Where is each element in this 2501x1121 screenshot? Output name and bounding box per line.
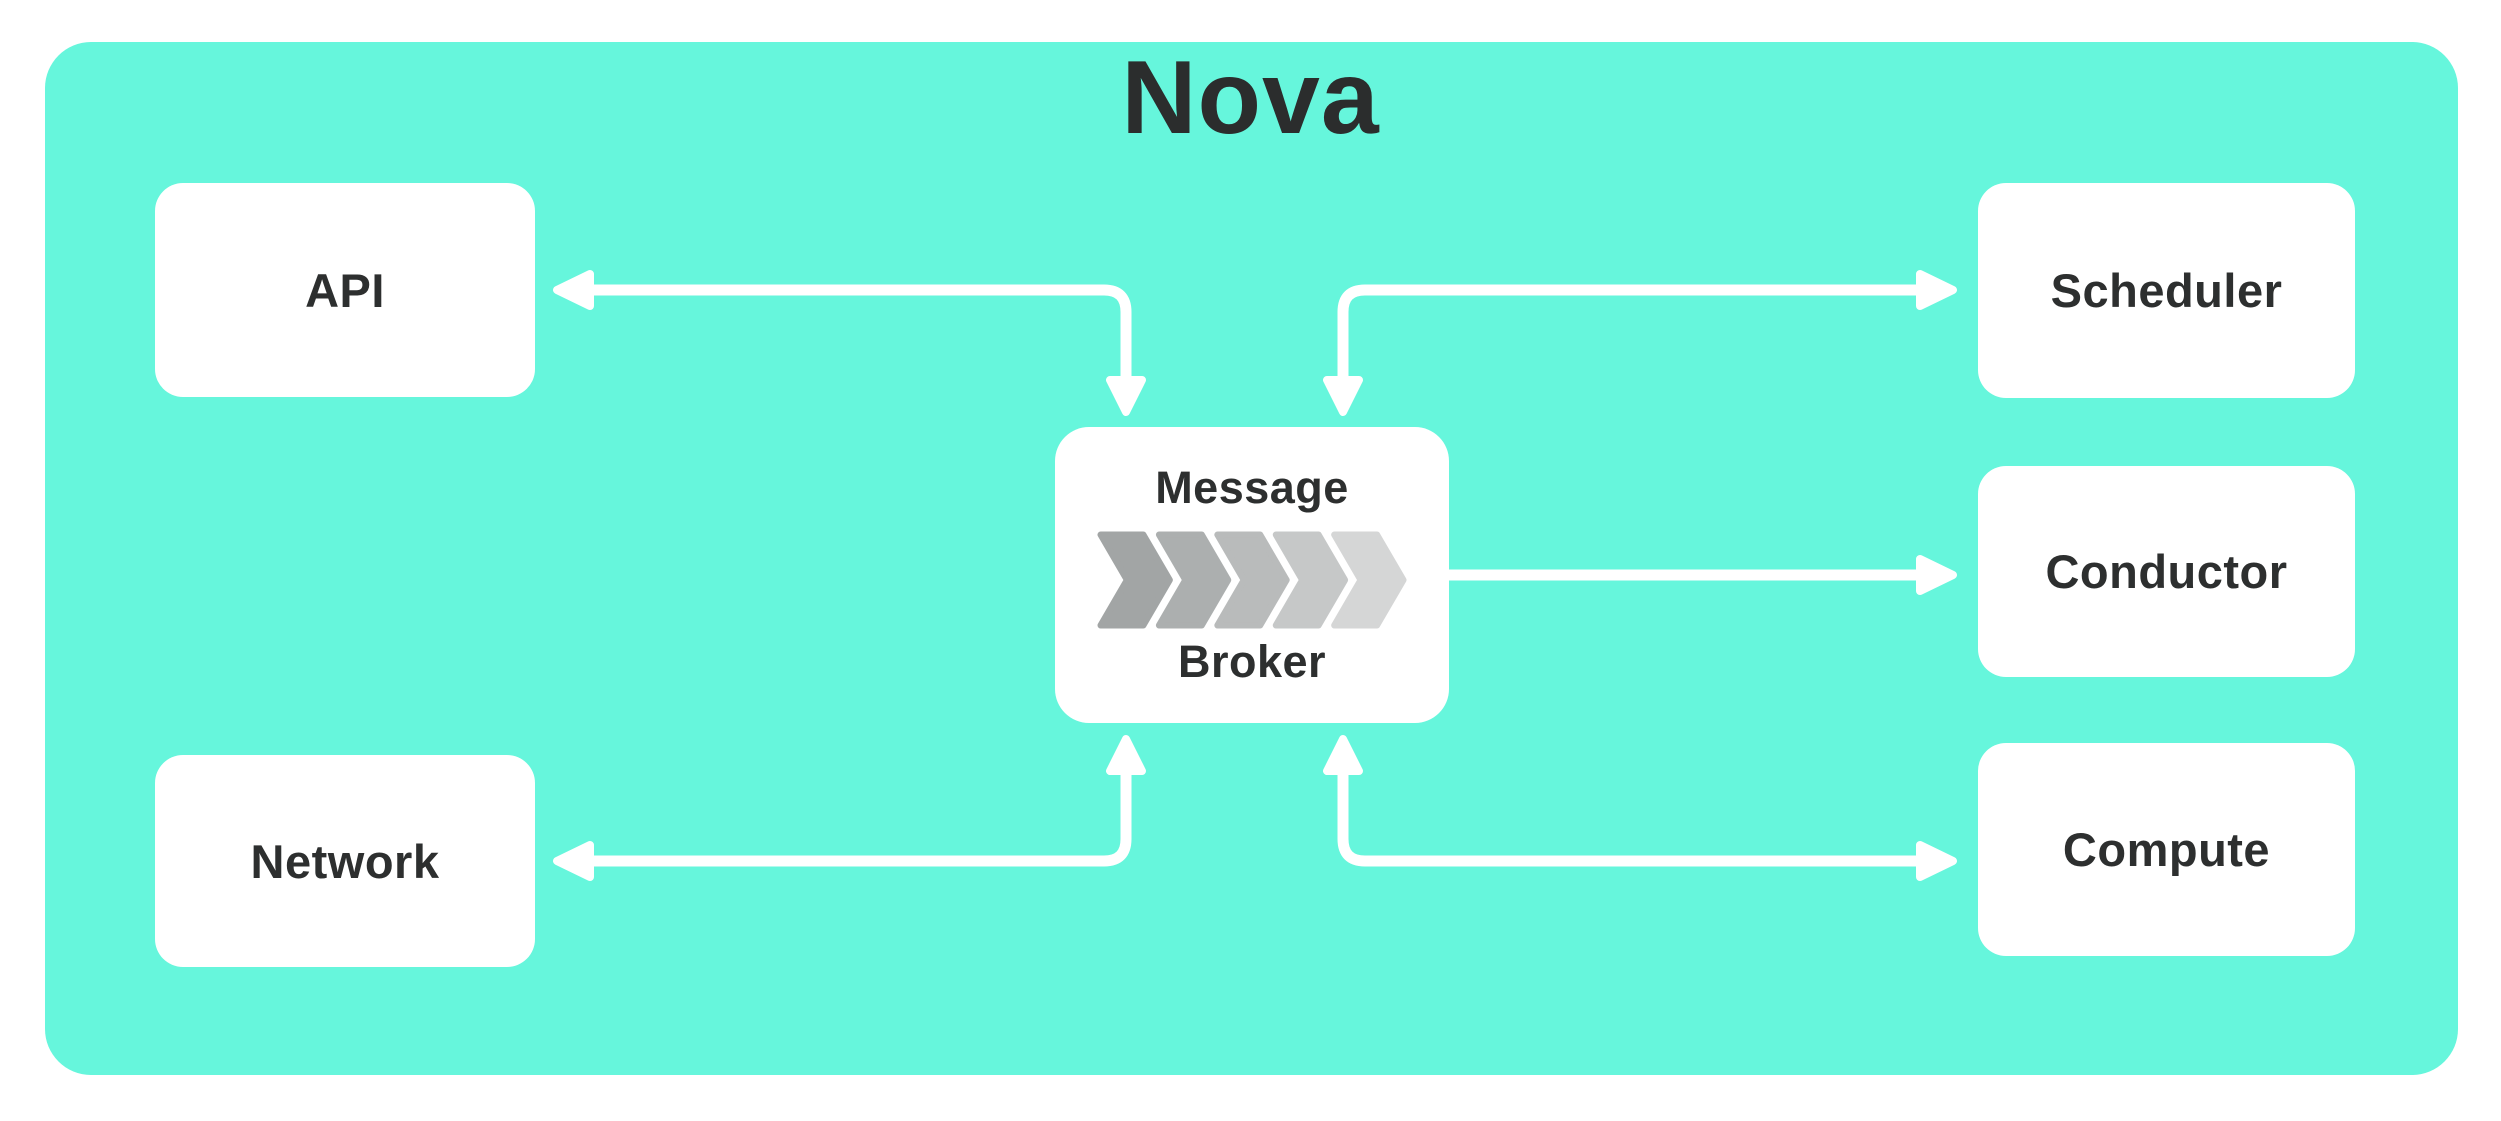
chevron-icon-5 — [1331, 531, 1407, 629]
node-compute: Compute — [1978, 743, 2355, 956]
chevron-icon-3 — [1214, 531, 1290, 629]
node-conductor: Conductor — [1978, 466, 2355, 677]
broker-label-line1: Message — [1155, 462, 1349, 513]
node-api-label: API — [305, 263, 385, 317]
node-conductor-label: Conductor — [2045, 545, 2288, 598]
chevron-icon-2 — [1155, 531, 1232, 629]
node-compute-label: Compute — [2062, 823, 2271, 876]
chevron-icon-1 — [1097, 531, 1173, 629]
diagram-title: Nova — [1121, 40, 1380, 156]
node-network-label: Network — [250, 834, 440, 888]
chevron-icon-4 — [1272, 531, 1349, 629]
node-scheduler-label: Scheduler — [2050, 264, 2283, 317]
node-message-broker: Message Broker — [1055, 427, 1449, 723]
node-scheduler: Scheduler — [1978, 183, 2355, 398]
node-api: API — [155, 183, 535, 397]
broker-label-line2: Broker — [1177, 636, 1327, 687]
chevron-flow-icon — [1097, 531, 1407, 629]
node-network: Network — [155, 755, 535, 967]
